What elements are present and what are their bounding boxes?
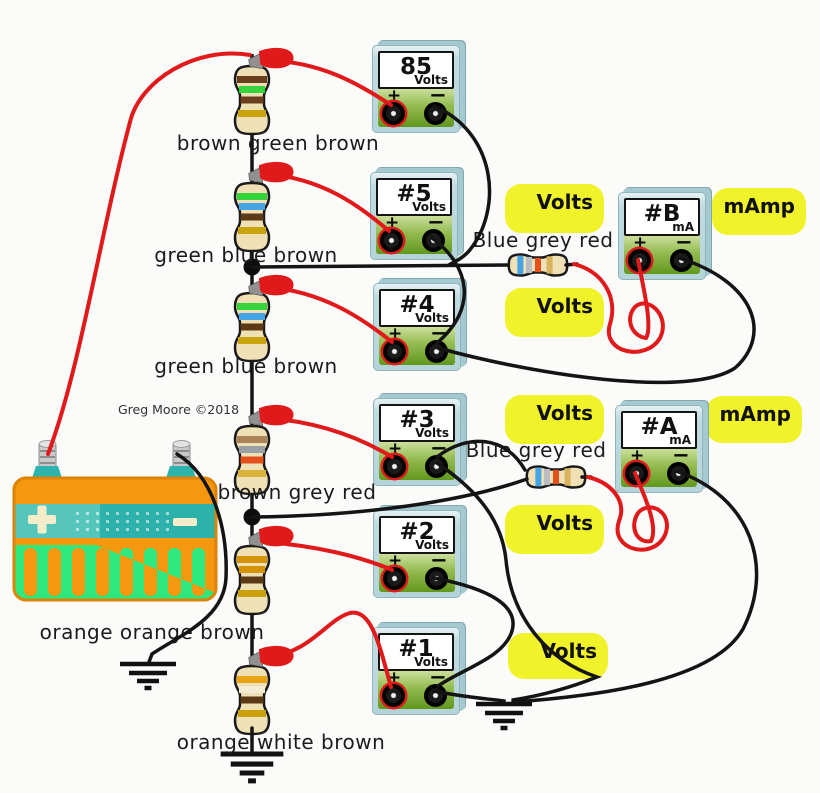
voltmeter-1[interactable]: #1 Volts + − [372,627,460,715]
meter-value: #2 [399,519,435,545]
plus-sign: + [630,446,645,466]
positive-terminal[interactable] [383,340,406,363]
meter-panel: + − [379,548,455,592]
resistor-r2[interactable] [233,181,271,253]
negative-terminal[interactable] [425,567,448,590]
meter-value: #B [643,201,681,227]
tag-volts-5[interactable]: Volts [508,633,608,679]
meter-value: #5 [396,181,432,207]
meter-unit: Volts [414,73,448,87]
minus-sign: − [675,230,693,254]
resistor-r6[interactable] [233,664,271,736]
label-h2: Blue grey red [465,438,607,462]
positive-terminal[interactable] [383,455,406,478]
meter-display: #B mA [624,198,700,236]
alligator-clip[interactable] [247,523,295,550]
voltmeter-3[interactable]: #3 Volts + − [373,398,461,486]
alligator-clip[interactable] [247,45,295,72]
alligator-clip[interactable] [247,643,295,670]
meter-value: #3 [399,407,435,433]
label-r4: brown grey red [217,480,377,504]
meter-value: #A [640,414,678,440]
meter-panel: + − [621,443,697,487]
meter-unit: Volts [415,426,449,440]
positive-terminal[interactable] [380,229,403,252]
battery-plus-icon [28,505,56,534]
label-r5: orange orange brown [39,620,265,644]
meter-value: #1 [398,636,434,662]
meter-panel: + − [379,321,455,365]
junction-node[interactable] [243,508,261,526]
resistor-r5[interactable] [233,544,271,616]
tag-volts-3[interactable]: Volts [505,395,604,444]
alligator-clip[interactable] [247,402,295,429]
tag-volts-2[interactable]: Volts [505,288,604,337]
tag-volts-4[interactable]: Volts [505,505,604,554]
battery[interactable] [12,440,218,602]
meter-panel: + − [376,210,452,254]
meter-display: #3 Volts [379,404,455,442]
meter-value: #4 [399,292,435,318]
ammeter-B[interactable]: #B mA + − [618,192,706,280]
tag-volts-1[interactable]: Volts [505,184,604,233]
label-r3: green blue brown [154,354,338,378]
meter-unit: mA [672,220,694,234]
resistor-r3[interactable] [233,291,271,363]
negative-terminal[interactable] [425,340,448,363]
label-h1: Blue grey red [472,228,614,252]
positive-terminal[interactable] [382,684,405,707]
voltmeter-4[interactable]: #4 Volts + − [373,283,461,371]
negative-terminal[interactable] [670,249,693,272]
resistor-h1[interactable] [509,254,567,275]
negative-terminal[interactable] [424,102,447,125]
meter-unit: mA [669,433,691,447]
meter-value: 85 [399,54,432,80]
plus-sign: + [633,233,648,253]
negative-terminal[interactable] [425,455,448,478]
meter-panel: + − [379,436,455,480]
battery-dot-grid [76,512,169,531]
voltmeter-2[interactable]: #2 Volts + − [373,510,461,598]
label-r6: orange white brown [176,730,386,754]
battery-minus-icon [173,518,197,526]
voltmeter-85[interactable]: 85 Volts + − [372,45,460,133]
ammeter-A[interactable]: #A mA + − [615,405,703,493]
resistor-r1[interactable] [233,64,271,136]
minus-sign: − [672,443,690,467]
ground-symbol-chain[interactable] [221,754,284,781]
positive-terminal[interactable] [628,249,651,272]
credit-text: Greg Moore ©2018 [118,402,240,417]
negative-terminal[interactable] [667,462,690,485]
minus-sign: − [429,83,447,107]
meter-panel: + − [378,83,454,127]
tag-mamp-2[interactable]: mAmp [706,396,802,443]
ground-symbol-meter1[interactable] [476,704,532,728]
negative-terminal[interactable] [422,229,445,252]
meter-panel: + − [624,230,700,274]
tag-mamp-1[interactable]: mAmp [712,188,806,235]
positive-terminal[interactable] [383,567,406,590]
negative-terminal[interactable] [424,684,447,707]
alligator-clip[interactable] [247,159,295,186]
positive-terminal[interactable] [625,462,648,485]
label-r1: brown green brown [176,131,380,155]
ground-symbol-battery[interactable] [120,664,176,688]
voltmeter-5[interactable]: #5 Volts + − [370,172,458,260]
meter-panel: + − [378,665,454,709]
alligator-clip[interactable] [247,272,295,299]
label-r2: green blue brown [154,243,338,267]
meter-display: #A mA [621,411,697,449]
resistor-h2[interactable] [527,466,585,487]
positive-terminal[interactable] [382,102,405,125]
